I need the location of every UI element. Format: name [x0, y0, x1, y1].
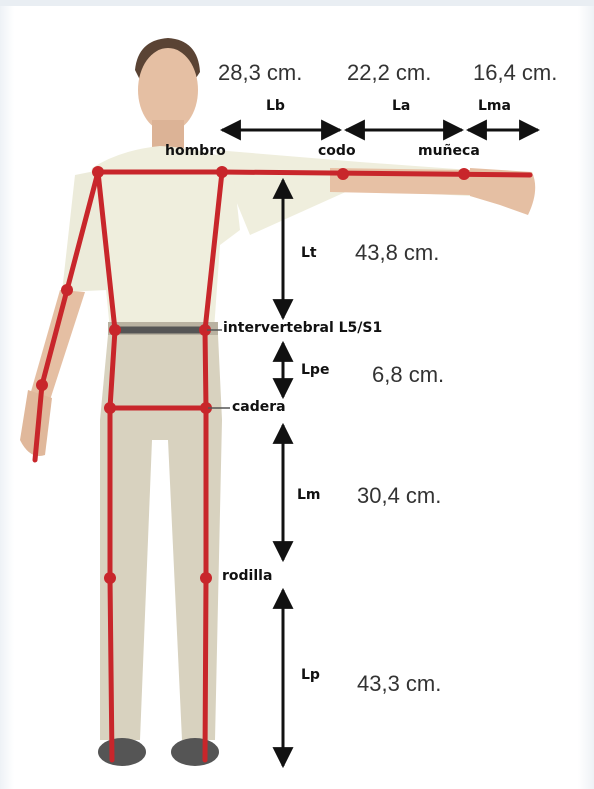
la-measurement: 22,2 cm. [347, 60, 431, 86]
lm-label: Lm [297, 487, 321, 503]
arm-line [222, 172, 530, 175]
lt-label: Lt [301, 245, 317, 261]
knee-label: rodilla [222, 568, 272, 584]
lt-measurement: 43,8 cm. [355, 240, 439, 266]
left-shoulder-dot [92, 166, 104, 178]
left-knee-dot [104, 572, 116, 584]
left-shoe [98, 738, 146, 766]
lp-label: Lp [301, 667, 320, 683]
la-label: La [392, 98, 410, 114]
head [138, 48, 198, 132]
wrist-dot [458, 168, 470, 180]
lma-measurement: 16,4 cm. [473, 60, 557, 86]
lp-measurement: 43,3 cm. [357, 671, 441, 697]
lma-label: Lma [478, 98, 511, 114]
right-knee-dot [200, 572, 212, 584]
pelvis-right-line [205, 330, 206, 408]
lb-measurement: 28,3 cm. [218, 60, 302, 86]
elbow-label: codo [318, 143, 356, 159]
l5s1-left-dot [109, 324, 121, 336]
lpe-measurement: 6,8 cm. [372, 362, 444, 388]
right-shoulder-dot [216, 166, 228, 178]
elbow-dot [337, 168, 349, 180]
lm-measurement: 30,4 cm. [357, 483, 441, 509]
lpe-label: Lpe [301, 362, 329, 378]
right-shank-line [205, 578, 206, 760]
lb-label: Lb [266, 98, 285, 114]
l5s1-label: intervertebral L5/S1 [223, 320, 382, 336]
left-wrist-dot [36, 379, 48, 391]
left-shank-line [110, 578, 112, 760]
wrist-label: muñeca [418, 143, 480, 159]
left-hip-dot [104, 402, 116, 414]
shoulder-label: hombro [165, 143, 226, 159]
right-shoe [171, 738, 219, 766]
hip-label: cadera [232, 399, 286, 415]
left-elbow-dot [61, 284, 73, 296]
